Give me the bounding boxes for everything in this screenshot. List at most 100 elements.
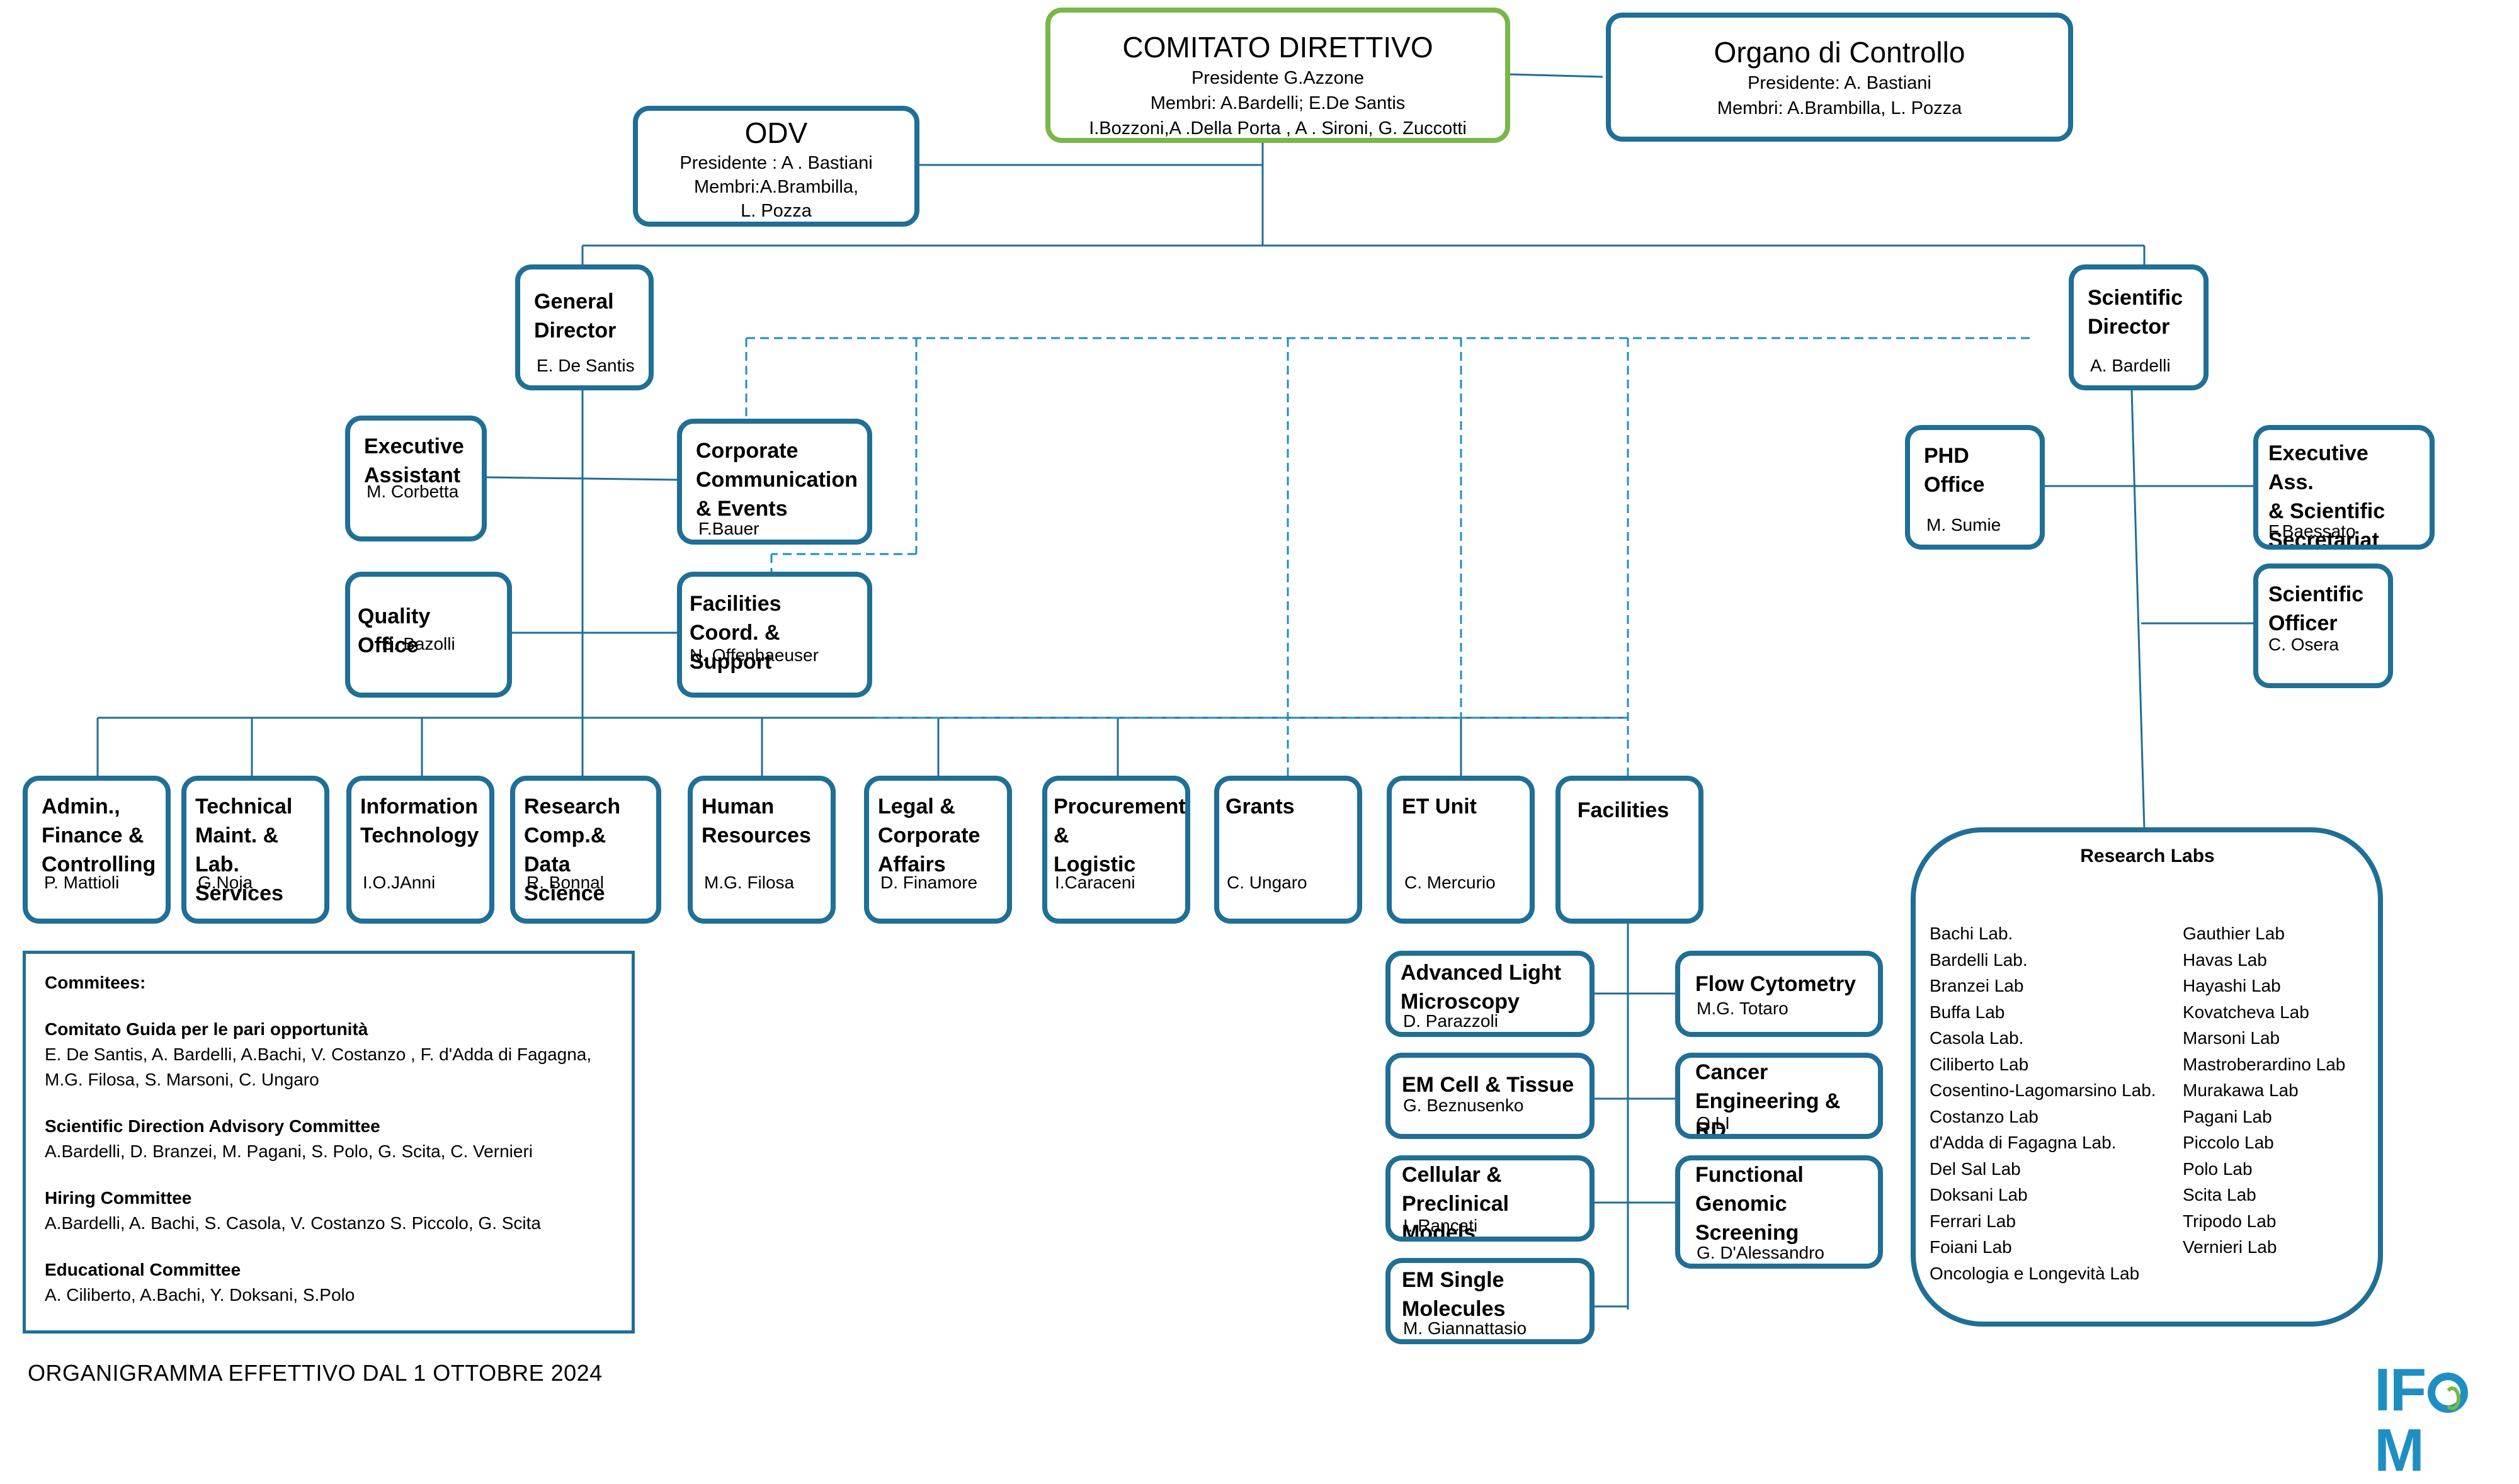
executive-assistant-name: M. Corbetta — [367, 482, 459, 501]
executive-scientific-secretariat-box: Executive Ass. & Scientific Secretariat … — [2253, 425, 2435, 550]
research-lab-item: Del Sal Lab — [1930, 1158, 2021, 1179]
facility-title: EM Cell & Tissue — [1402, 1073, 1574, 1097]
department-head: M.G. Filosa — [704, 873, 795, 892]
department-title: Facilities — [1577, 798, 1669, 822]
scientific-officer-box: Scientific Officer C. Osera — [2253, 564, 2393, 688]
facility-title: EM Single Molecules — [1402, 1268, 1506, 1321]
research-lab-item: Gauthier Lab — [2183, 924, 2285, 943]
research-lab-item: Doksani Lab — [1930, 1185, 2028, 1204]
odv-members: Presidente : A . Bastiani Membri:A.Bramb… — [680, 153, 873, 221]
facility-functional-genomic: Functional Genomic Screening G. D'Alessa… — [1675, 1155, 1883, 1269]
department-head: R. Bonnal — [526, 873, 604, 892]
department-head: G.Noja — [198, 873, 253, 892]
facility-head: I. Rancati — [1403, 1216, 1478, 1235]
phd-office-box: PHD Office M. Sumie — [1905, 425, 2045, 550]
research-lab-item: Buffa Lab — [1930, 1002, 2005, 1022]
research-lab-item: Bardelli Lab. — [1930, 949, 2028, 970]
research-lab-item: Murakawa Lab — [2183, 1080, 2299, 1100]
logo-o-icon — [2428, 1373, 2469, 1413]
department-title: Information Technology — [360, 795, 479, 847]
quality-office-box: Quality Office B. Bazolli — [345, 572, 512, 698]
research-lab-item: Marsoni Lab — [2183, 1028, 2280, 1048]
research-lab-item: Vernieri Lab — [2183, 1237, 2277, 1257]
department-title: Human Resources — [702, 795, 811, 847]
phd-office-name: M. Sumie — [1926, 515, 2001, 535]
facility-head: M.G. Totaro — [1697, 999, 1788, 1018]
quality-office-name: B. Bazolli — [382, 634, 455, 654]
research-lab-item: Piccolo Lab — [2183, 1133, 2274, 1152]
committee-members: A. Ciliberto, A.Bachi, Y. Doksani, S.Pol… — [45, 1285, 355, 1305]
research-lab-item: Costanzo Lab — [1930, 1106, 2039, 1126]
facility-title: Functional Genomic Screening — [1695, 1163, 1804, 1245]
executive-assistant-box: Executive Assistant M. Corbetta — [345, 416, 487, 541]
logo-text-left: IF — [2374, 1356, 2426, 1424]
scientific-director-name: A. Bardelli — [2090, 356, 2171, 375]
department-research-computing: Research Comp.& Data Science R. Bonnal — [510, 776, 661, 924]
department-technical-maintenance: Technical Maint. & Lab. Services G.Noja — [181, 776, 329, 924]
department-et-unit: ET Unit C. Mercurio — [1387, 776, 1535, 924]
facility-head: G. Beznusenko — [1403, 1096, 1524, 1115]
facility-title: Cancer Engineering & RD — [1695, 1060, 1841, 1139]
quality-office-title: Quality Office — [358, 604, 431, 657]
department-title: ET Unit — [1402, 795, 1477, 818]
department-title: Legal & Corporate Affairs — [878, 795, 981, 876]
research-lab-item: Hayashi Lab — [2183, 976, 2281, 995]
department-title: Admin., Finance & Controlling — [42, 795, 156, 876]
research-lab-item: Oncologia e Longevità Lab — [1930, 1263, 2140, 1283]
department-head: P. Mattioli — [44, 873, 120, 892]
facilities-coord-box: Facilities Coord. & Support N. Offenhaeu… — [677, 572, 872, 698]
facility-head: D. Parazzoli — [1403, 1011, 1498, 1031]
scientific-director-box: Scientific Director A. Bardelli — [2069, 264, 2209, 390]
research-labs-frame — [1911, 827, 2383, 1327]
connector-lines — [96, 73, 2383, 1327]
committee-name: Hiring Committee — [45, 1188, 192, 1208]
committee-item: Scientific Direction Advisory Committee … — [45, 1114, 613, 1164]
department-information-technology: Information Technology I.O.JAnni — [346, 776, 494, 924]
committee-members: A.Bardelli, D. Branzei, M. Pagani, S. Po… — [45, 1141, 533, 1161]
comitato-title: COMITATO DIRETTIVO — [1122, 31, 1433, 64]
odv-title: ODV — [744, 116, 808, 149]
department-head: C. Mercurio — [1404, 873, 1496, 892]
scientific-officer-title: Scientific Officer — [2268, 582, 2364, 635]
department-title: Grants — [1225, 795, 1295, 818]
phd-office-title: PHD Office — [1924, 444, 1985, 497]
facility-em-cell-tissue: EM Cell & Tissue G. Beznusenko — [1385, 1053, 1595, 1139]
committee-members: A.Bardelli, A. Bachi, S. Casola, V. Cost… — [45, 1213, 542, 1233]
executive-scientific-title: Executive Ass. & Scientific Secretariat — [2268, 441, 2385, 550]
corporate-communication-title: Corporate Communication & Events — [696, 439, 858, 521]
department-title: Technical Maint. & Lab. Services — [195, 795, 293, 905]
comitato-members: Presidente G.Azzone Membri: A.Bardelli; … — [1089, 68, 1467, 139]
general-director-title: General Director — [534, 290, 617, 343]
research-lab-item: Branzei Lab — [1930, 976, 2024, 995]
department-human-resources: Human Resources M.G. Filosa — [688, 776, 836, 924]
research-lab-item: Kovatcheva Lab — [2183, 1002, 2309, 1022]
department-facilities: Facilities — [1555, 776, 1703, 924]
facility-flow-cytometry: Flow Cytometry M.G. Totaro — [1675, 951, 1883, 1037]
department-admin-finance: Admin., Finance & Controlling P. Mattiol… — [23, 776, 171, 924]
facility-head: G. D'Alessandro — [1697, 1243, 1824, 1262]
department-legal-corporate: Legal & Corporate Affairs D. Finamore — [864, 776, 1012, 924]
executive-assistant-title: Executive Assistant — [364, 434, 464, 487]
executive-scientific-name: F.Baessato — [2268, 521, 2356, 541]
research-lab-item: Ferrari Lab — [1930, 1211, 2016, 1231]
facility-advanced-light-microscopy: Advanced Light Microscopy D. Parazzoli — [1385, 951, 1595, 1037]
comitato-direttivo-box: COMITATO DIRETTIVO Presidente G.Azzone M… — [1045, 8, 1510, 143]
committee-members: E. De Santis, A. Bardelli, A.Bachi, V. C… — [45, 1045, 592, 1089]
department-head: C. Ungaro — [1227, 873, 1307, 892]
facilities-coord-name: N. Offenhaeuser — [690, 645, 819, 665]
department-head: I.Caraceni — [1055, 873, 1135, 892]
corporate-communication-name: F.Bauer — [698, 519, 759, 538]
facility-cellular-preclinical: Cellular & Preclinical Models I. Rancati — [1385, 1155, 1595, 1242]
research-lab-item: d'Adda di Fagagna Lab. — [1930, 1133, 2117, 1152]
logo-text-right: M — [2374, 1417, 2425, 1484]
committees-panel: Commitees: Comitato Guida per le pari op… — [23, 951, 635, 1334]
corporate-communication-box: Corporate Communication & Events F.Bauer — [677, 419, 872, 545]
general-director-name: E. De Santis — [537, 356, 635, 375]
research-lab-item: Ciliberto Lab — [1930, 1054, 2029, 1074]
research-lab-item: Cosentino-Lagomarsino Lab. — [1930, 1080, 2156, 1100]
research-lab-item: Polo Lab — [2183, 1158, 2253, 1179]
footer-effective-date: ORGANIGRAMMA EFFETTIVO DAL 1 OTTOBRE 202… — [28, 1360, 603, 1386]
committee-name: Comitato Guida per le pari opportunità — [45, 1019, 368, 1039]
research-lab-item: Foiani Lab — [1930, 1237, 2012, 1257]
